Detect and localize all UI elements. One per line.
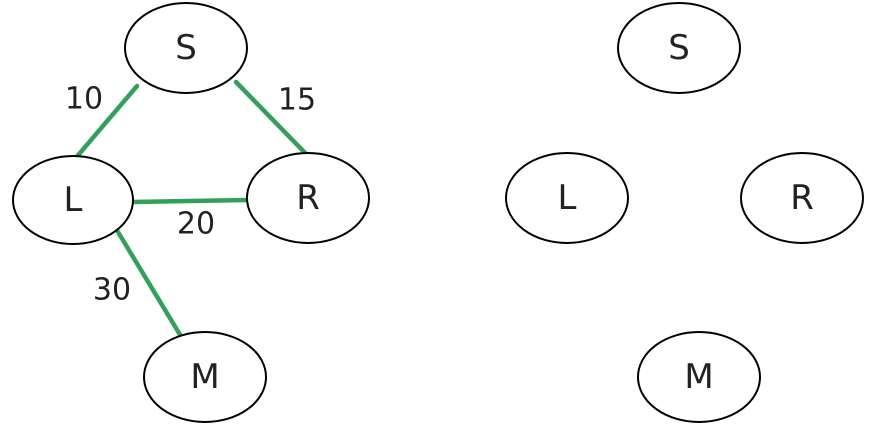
node-m-label: M bbox=[190, 357, 219, 397]
node-s-copy: S bbox=[617, 2, 741, 94]
edge-s-r bbox=[233, 79, 313, 161]
node-l-copy-label: L bbox=[558, 178, 577, 218]
node-r-copy: R bbox=[740, 152, 864, 244]
edge-weight-l-m: 30 bbox=[93, 273, 131, 308]
node-l-copy: L bbox=[505, 152, 629, 244]
node-r-label: R bbox=[296, 178, 320, 218]
edge-weight-s-r: 15 bbox=[278, 83, 316, 118]
edge-l-m bbox=[115, 229, 185, 341]
graph-weighted: 10 15 20 30 S L R M bbox=[12, 2, 370, 423]
node-s-copy-label: S bbox=[668, 28, 690, 68]
edge-weight-s-l: 10 bbox=[65, 82, 103, 117]
node-r-copy-shape bbox=[740, 152, 864, 244]
node-s-copy-shape bbox=[617, 2, 741, 94]
edge-l-r bbox=[129, 197, 251, 205]
node-l-label: L bbox=[64, 180, 83, 220]
node-s: S bbox=[124, 2, 248, 94]
node-m-copy-label: M bbox=[684, 357, 713, 397]
node-s-shape bbox=[124, 2, 248, 94]
node-m-copy-shape bbox=[637, 331, 761, 423]
graph-unconnected: S L R M bbox=[505, 2, 864, 423]
node-m: M bbox=[143, 331, 267, 423]
node-l: L bbox=[12, 155, 134, 245]
node-l-shape bbox=[12, 155, 134, 245]
node-l-copy-shape bbox=[505, 152, 629, 244]
node-s-label: S bbox=[175, 28, 197, 68]
node-m-shape bbox=[143, 331, 267, 423]
node-r-copy-label: R bbox=[790, 178, 814, 218]
node-r: R bbox=[246, 152, 370, 244]
edge-s-l bbox=[71, 83, 140, 163]
node-r-shape bbox=[246, 152, 370, 244]
node-m-copy: M bbox=[637, 331, 761, 423]
edge-weight-l-r: 20 bbox=[177, 207, 215, 242]
